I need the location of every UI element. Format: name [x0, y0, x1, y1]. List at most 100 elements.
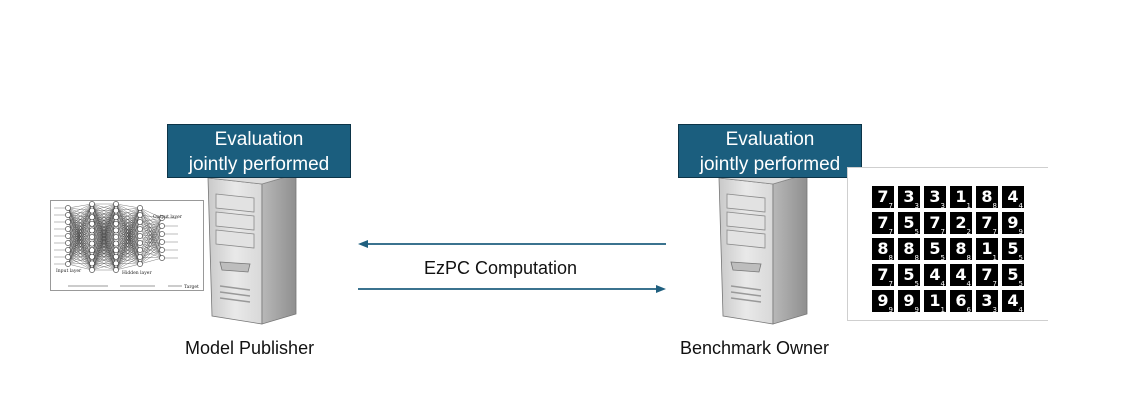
nn-connection [67, 214, 93, 231]
nn-connection [139, 225, 163, 258]
mnist-digit-value: 5 [929, 239, 941, 258]
nn-node [137, 254, 143, 260]
nn-connection [115, 210, 141, 237]
nn-connection [67, 221, 93, 244]
nn-connection [67, 203, 93, 244]
nn-node [89, 253, 95, 260]
nn-connection [115, 207, 141, 251]
nn-connection [139, 233, 163, 237]
nn-node [89, 220, 95, 227]
mnist-digit-value: 7 [877, 187, 889, 206]
nn-connection [139, 207, 163, 243]
evaluation-box-right: Evaluation jointly performed [678, 124, 862, 178]
nn-connection [91, 236, 117, 271]
nn-connection [67, 228, 93, 244]
mnist-digit-value: 9 [877, 291, 889, 310]
nn-connection [91, 203, 117, 257]
nn-connection [67, 203, 93, 223]
nn-node [113, 234, 119, 240]
nn-connection [67, 207, 93, 218]
nn-connection [91, 203, 117, 244]
nn-connection [67, 203, 93, 237]
nn-connection [67, 203, 93, 251]
nn-connection [91, 203, 117, 264]
nn-node [89, 207, 95, 214]
nn-connection [67, 217, 93, 265]
nn-connection [139, 242, 163, 259]
nn-connection [91, 263, 117, 271]
mnist-digit-label: 4 [940, 280, 945, 288]
nn-node [137, 212, 143, 218]
nn-connection [139, 214, 163, 243]
nn-connection [67, 207, 93, 224]
nn-connection [139, 225, 163, 237]
nn-node [65, 261, 71, 267]
nn-connection [115, 207, 141, 238]
mnist-digit-label: 5 [1018, 254, 1023, 262]
mnist-digit-label: 7 [888, 202, 893, 210]
nn-connection [139, 241, 163, 265]
nn-connection [139, 249, 163, 265]
nn-connection [67, 221, 93, 231]
nn-node [137, 219, 143, 225]
mnist-digit-value: 8 [877, 239, 889, 258]
nn-connection [67, 221, 93, 238]
nn-connection [115, 210, 141, 230]
nn-connection [139, 207, 163, 251]
nn-connection [139, 241, 163, 258]
mnist-digit-label: 6 [966, 306, 971, 314]
nn-connection [139, 225, 163, 251]
mnist-digit-value: 5 [1007, 239, 1019, 258]
nn-connection [67, 236, 93, 265]
mnist-digit-value: 2 [955, 213, 967, 232]
nn-node [137, 247, 143, 253]
nn-connection [67, 242, 93, 264]
nn-connection [115, 207, 141, 218]
mnist-digit-value: 1 [929, 291, 941, 310]
nn-connection [67, 210, 93, 265]
mnist-digit-value: 7 [877, 265, 889, 284]
nn-node [65, 240, 71, 246]
mnist-digit-label: 9 [914, 306, 919, 314]
mnist-digit-value: 8 [903, 239, 915, 258]
nn-connection [67, 230, 93, 265]
mnist-digit-label: 8 [966, 254, 971, 262]
mnist-digit-value: 3 [903, 187, 915, 206]
mnist-digit-label: 7 [888, 228, 893, 236]
mnist-digit-label: 5 [940, 254, 945, 262]
nn-connection [139, 221, 163, 243]
mnist-digit-label: 1 [992, 254, 997, 262]
nn-connection [115, 242, 141, 271]
nn-connection [115, 207, 141, 211]
mnist-digit-label: 9 [888, 306, 893, 314]
mnist-digit-value: 1 [981, 239, 993, 258]
nn-connection [67, 203, 93, 209]
mnist-digit-value: 5 [903, 213, 915, 232]
nn-node [159, 247, 165, 253]
nn-target-label: Target [184, 284, 199, 290]
nn-connection [67, 203, 93, 230]
nn-connection [115, 207, 141, 244]
nn-node [65, 205, 71, 211]
nn-connection [115, 223, 141, 237]
nn-connection [91, 203, 117, 218]
nn-connection [115, 223, 141, 230]
benchmark-owner-caption: Benchmark Owner [680, 338, 830, 358]
mnist-digit-label: 3 [940, 202, 945, 210]
nn-connection [139, 214, 163, 259]
nn-connection [91, 203, 117, 224]
nn-connection [91, 217, 117, 271]
